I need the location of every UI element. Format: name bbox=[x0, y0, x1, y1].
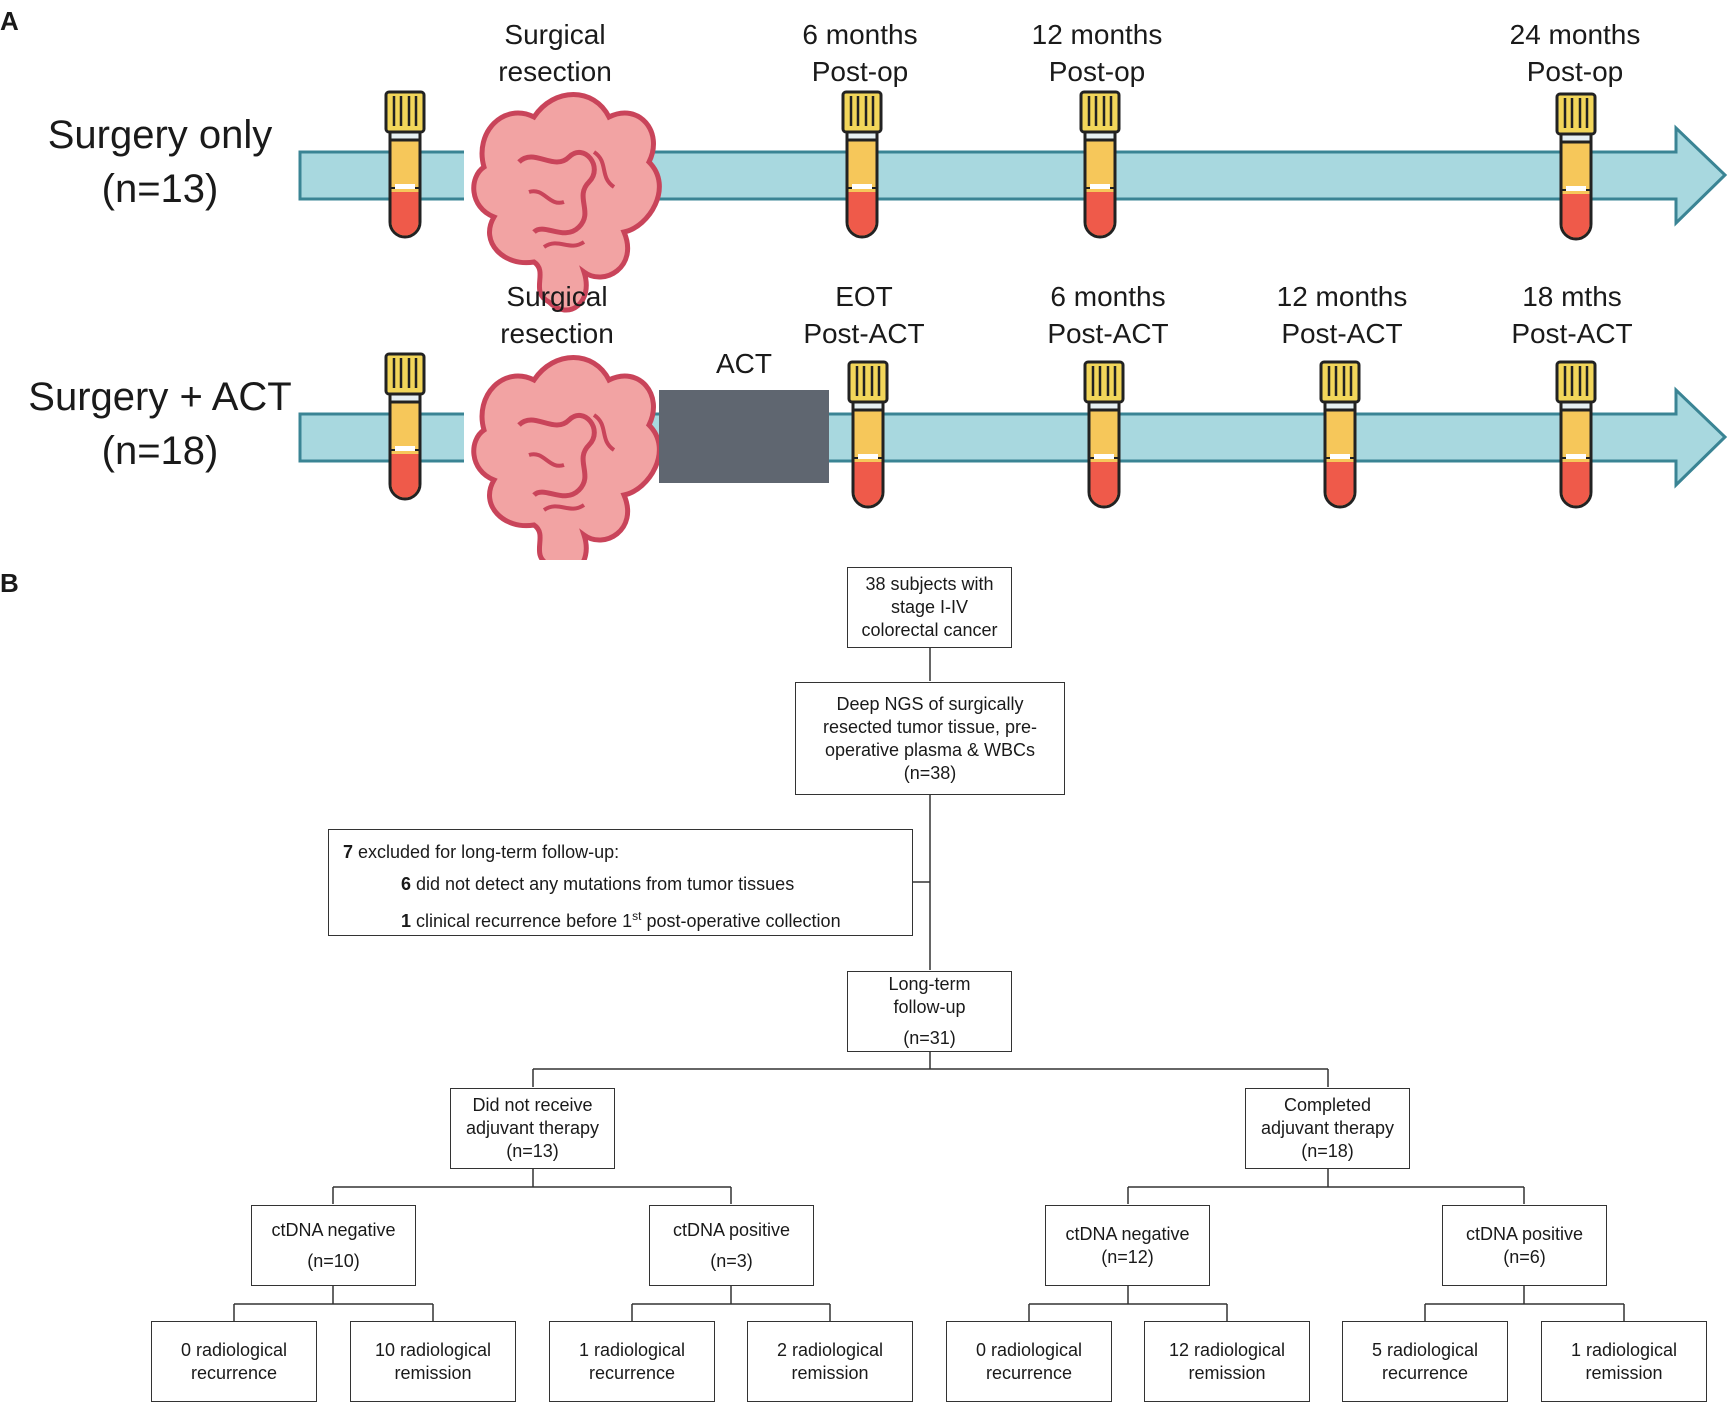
ctdna-positive-box: ctDNA positive(n=3) bbox=[649, 1205, 814, 1286]
excluded-box: 7 excluded for long-term follow-up: 6 di… bbox=[328, 829, 913, 936]
ctdna-negative-box: ctDNA negative(n=10) bbox=[251, 1205, 416, 1286]
ctdna-negative-box: ctDNA negative(n=12) bbox=[1045, 1205, 1210, 1286]
panel-a-label: A bbox=[0, 6, 19, 36]
arm-name: Surgery + ACT bbox=[28, 375, 292, 419]
arm-n: (n=13) bbox=[101, 167, 219, 211]
act-label: ACT bbox=[716, 348, 772, 379]
panel-b-label: B bbox=[0, 568, 19, 598]
arm-surgery-only-label: Surgery only (n=13) bbox=[30, 108, 290, 216]
arm-surgery-act-label: Surgery + ACT (n=18) bbox=[20, 370, 300, 478]
act-block bbox=[659, 390, 829, 483]
ctdna-positive-box: ctDNA positive(n=6) bbox=[1442, 1205, 1607, 1286]
arm-n: (n=18) bbox=[101, 429, 219, 473]
arm-name: Surgery only bbox=[47, 113, 273, 157]
panel-a-graphics bbox=[298, 90, 1728, 560]
